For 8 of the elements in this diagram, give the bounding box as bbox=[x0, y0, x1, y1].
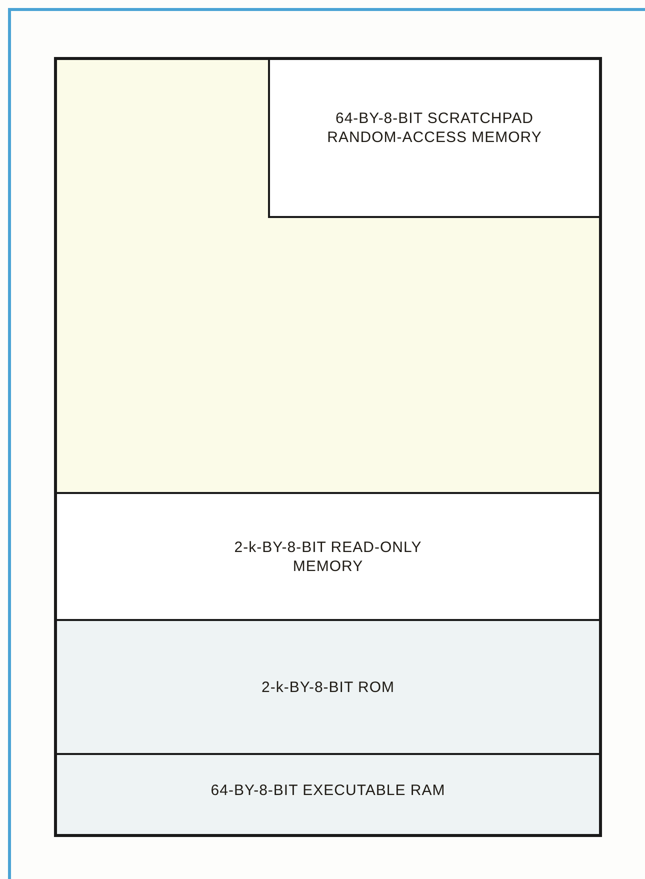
block-label: 64-BY-8-BIT SCRATCHPAD RANDOM-ACCESS MEMORY bbox=[326, 109, 543, 147]
memory-block bbox=[57, 753, 599, 834]
memory-block bbox=[268, 60, 599, 218]
block-label: 64-BY-8-BIT EXECUTABLE RAM bbox=[210, 781, 446, 800]
memory-block bbox=[57, 619, 599, 753]
block-label: 2-k-BY-8-BIT READ-ONLY MEMORY bbox=[233, 538, 423, 576]
block-label: 2-k-BY-8-BIT ROM bbox=[261, 678, 395, 696]
memory-region bbox=[57, 60, 599, 492]
